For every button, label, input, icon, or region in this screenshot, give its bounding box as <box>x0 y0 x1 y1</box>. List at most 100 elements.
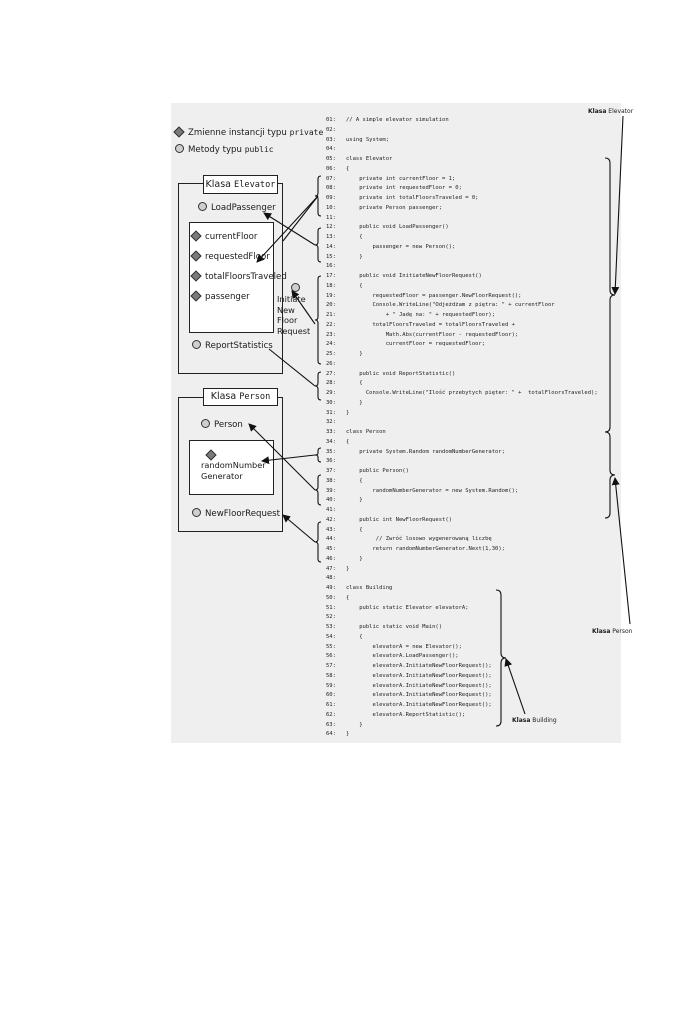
code-line: 07: private int currentFloor = 1; <box>326 175 598 185</box>
line-number: 44: <box>326 536 336 543</box>
line-number: 33: <box>326 429 336 435</box>
arrow-vars-2 <box>282 195 319 242</box>
elevator-private-vars-box <box>189 222 274 333</box>
brace-elevator <box>604 157 616 433</box>
method-label: ReportStatistics <box>205 341 273 351</box>
circle-icon <box>175 144 184 153</box>
code-line: 52: <box>326 613 598 623</box>
line-number: 18: <box>326 282 336 289</box>
line-number: 05: <box>326 156 336 162</box>
arrow-vars <box>256 195 319 263</box>
label-word: Klasa <box>512 717 531 724</box>
code-line: 03:using System; <box>326 136 598 146</box>
line-number: 60: <box>326 692 336 699</box>
elevator-title-word: Klasa <box>205 179 232 190</box>
line-number: 46: <box>326 555 336 562</box>
line-text: randomNumberGenerator = new System.Rando… <box>346 487 519 494</box>
var-random-number-generator: randomNumber Generator <box>201 460 266 481</box>
line-number: 04: <box>326 146 336 153</box>
code-line: 15: } <box>326 253 598 263</box>
diagram-panel <box>171 103 621 743</box>
line-number: 41: <box>326 507 336 513</box>
code-line: 02: <box>326 126 598 136</box>
label-name: Person <box>612 628 633 635</box>
line-text: return randomNumberGenerator.Next(1,30); <box>346 546 505 552</box>
line-text: public void ReportStatistic() <box>346 370 456 377</box>
code-line: 04: <box>326 145 598 155</box>
line-text: requestedFloor = passenger.NewFloorReque… <box>346 292 522 299</box>
method-label-line: Initiate <box>277 294 306 304</box>
arrow-random <box>261 454 316 465</box>
line-text: private int currentFloor = 1; <box>346 175 456 182</box>
line-number: 10: <box>326 204 336 211</box>
line-number: 12: <box>326 224 336 231</box>
person-title-word: Klasa <box>210 391 237 402</box>
line-text: } <box>346 497 363 504</box>
line-number: 52: <box>326 614 336 621</box>
code-line: 64:} <box>326 730 598 740</box>
line-text: class Person <box>346 429 386 435</box>
code-line: 59: elevatorA.InitiateNewFloorRequest(); <box>326 682 598 692</box>
line-number: 01: <box>326 117 336 123</box>
elevator-title-name: Elevator <box>234 180 276 190</box>
line-text: elevatorA.InitiateNewFloorRequest(); <box>346 692 492 699</box>
code-line: 32: <box>326 418 598 428</box>
code-line: 63: } <box>326 721 598 731</box>
line-number: 17: <box>326 273 336 279</box>
code-line: 01: // A simple elevator simulation <box>326 116 598 126</box>
line-number: 28: <box>326 380 336 387</box>
method-report-statistics: ReportStatistics <box>192 340 273 351</box>
code-line: 46: } <box>326 555 598 565</box>
line-number: 57: <box>326 663 336 669</box>
line-number: 06: <box>326 165 336 172</box>
legend-private: Zmienne instancji typu private <box>173 125 323 138</box>
brace-building <box>495 589 507 727</box>
line-text: } <box>346 565 350 572</box>
line-number: 39: <box>326 487 336 494</box>
line-number: 49: <box>326 585 336 591</box>
code-line: 20: Console.WriteLine("Odjeżdżam z piętr… <box>326 301 598 311</box>
code-line: 26: <box>326 360 598 370</box>
person-private-vars-box <box>189 440 274 495</box>
line-number: 56: <box>326 653 336 660</box>
line-number: 55: <box>326 643 336 650</box>
code-line: 38: { <box>326 477 598 487</box>
code-line: 14: passenger = new Person(); <box>326 243 598 253</box>
code-line: 23: Math.Abs(currentFloor - requestedFlo… <box>326 331 598 341</box>
line-text: { <box>346 282 363 289</box>
method-label: NewFloorRequest <box>205 509 281 519</box>
line-text: elevatorA.ReportStatistic(); <box>346 711 466 718</box>
line-number: 16: <box>326 263 336 270</box>
var-requested-floor: requestedFloor <box>190 249 270 262</box>
line-text: totalFloorsTraveled = totalFloorsTravele… <box>346 321 515 328</box>
line-text: currentFloor = requestedFloor; <box>346 341 486 348</box>
line-text: public void LoadPassenger() <box>346 224 449 231</box>
arrow-load-passenger <box>263 212 316 246</box>
var-label-line: randomNumber <box>201 460 266 470</box>
code-line: 30: } <box>326 399 598 409</box>
arrow-initiate <box>291 290 316 325</box>
line-number: 22: <box>326 321 336 328</box>
line-text: // A simple elevator simulation <box>346 117 449 123</box>
code-line: 45: return randomNumberGenerator.Next(1,… <box>326 545 598 555</box>
legend-public-text: Metody typu <box>188 145 242 155</box>
code-line: 33: class Person <box>326 428 598 438</box>
line-text: passenger = new Person(); <box>346 243 456 250</box>
var-passenger: passenger <box>190 289 250 302</box>
line-number: 24: <box>326 341 336 348</box>
code-line: 51: public static Elevator elevatorA; <box>326 604 598 614</box>
bracket-person-ctor <box>314 474 322 506</box>
line-number: 64: <box>326 731 336 738</box>
line-number: 59: <box>326 682 336 689</box>
code-line: 58: elevatorA.InitiateNewFloorRequest(); <box>326 672 598 682</box>
code-line: 61: elevatorA.InitiateNewFloorRequest(); <box>326 701 598 711</box>
line-number: 15: <box>326 253 336 260</box>
var-label: passenger <box>205 292 250 302</box>
label-name: Building <box>532 717 557 724</box>
line-text: private System.Random randomNumberGenera… <box>346 448 505 455</box>
line-text: + " Jadę na: " + requestedFloor); <box>346 312 496 318</box>
code-line: 16: <box>326 262 598 272</box>
code-line: 39: randomNumberGenerator = new System.R… <box>326 487 598 497</box>
method-initiate-new-floor-request: Initiate New Floor Request <box>277 294 310 336</box>
code-line: 18: { <box>326 282 598 292</box>
